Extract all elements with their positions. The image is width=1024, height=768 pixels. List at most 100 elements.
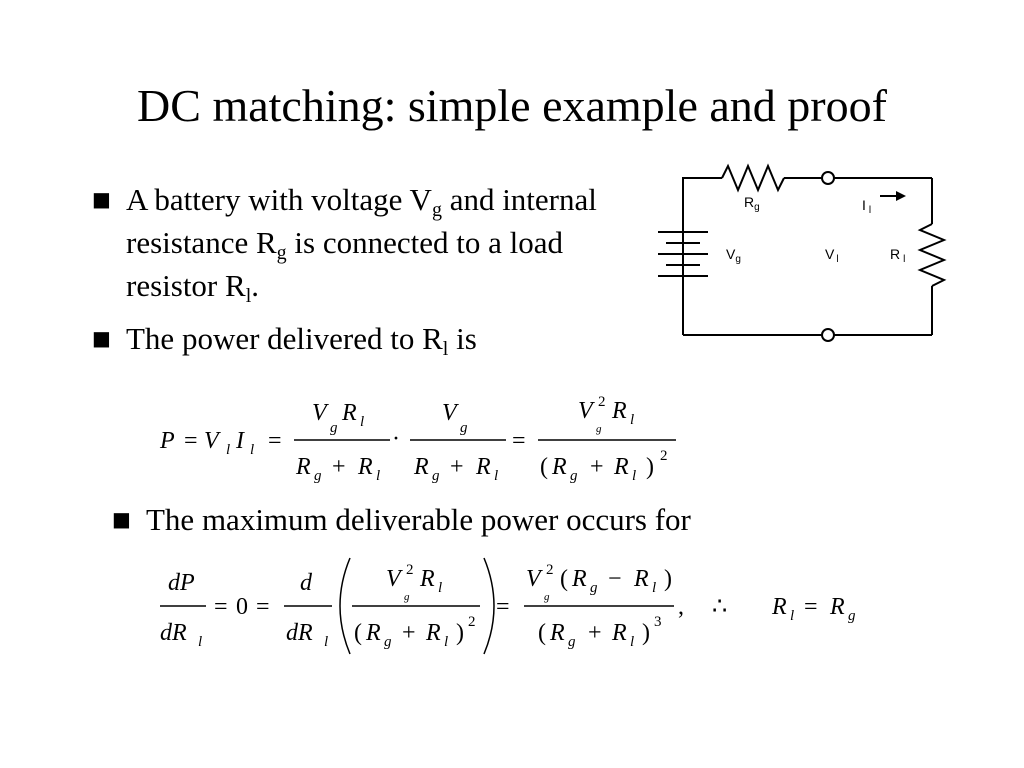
svg-text:Il: Il [862, 197, 871, 216]
eq2-equals: = [804, 594, 818, 620]
eq2-minus: − [608, 566, 622, 592]
eq1-dot: · [392, 426, 400, 452]
eq1-R: R [475, 454, 491, 480]
eq2-dR: dR [286, 620, 313, 646]
eq1-R: R [341, 400, 357, 426]
eq2-R: R [771, 594, 787, 620]
eq2-paren: ) [642, 620, 650, 646]
eq1-equals: = [268, 428, 282, 454]
eq1-equals: = [184, 428, 198, 454]
eq1-I: I [235, 428, 245, 454]
svg-text:Rg: Rg [744, 194, 760, 213]
eq2-sub: l [324, 634, 328, 650]
eq1-R: R [551, 454, 567, 480]
eq2-R: R [425, 620, 441, 646]
bullet-square-icon: ■ [112, 507, 131, 531]
eq2-sup: 2 [546, 562, 554, 578]
eq2-equals: = [496, 594, 510, 620]
label-vl: V [825, 246, 835, 262]
eq1-sub: g [314, 468, 322, 484]
eq2-sub: l [790, 608, 794, 624]
bullet-square-icon: ■ [92, 326, 111, 350]
eq2-sup: 3 [654, 614, 662, 630]
resistor-rg-icon [721, 163, 785, 193]
eq2-dP: dP [168, 570, 195, 596]
bullet-text: A battery with voltage V [126, 182, 432, 217]
eq2-R: R [611, 620, 627, 646]
subscript: l [442, 338, 449, 360]
eq2-sup: 2 [468, 614, 476, 630]
eq2-paren: ( [538, 620, 546, 646]
eq1-sub: l [250, 442, 254, 458]
eq2-paren: ) [664, 566, 672, 592]
subscript: g [431, 199, 442, 221]
eq1-R: R [611, 398, 627, 424]
eq2-plus: + [588, 620, 602, 646]
bullet-power-delivered: ■ The power delivered to Rl is [92, 317, 646, 360]
label-il-sub: l [869, 205, 871, 216]
eq1-R: R [295, 454, 311, 480]
bullet-text: The power delivered to R [126, 321, 443, 356]
svg-text:Vg: Vg [726, 246, 741, 265]
eq2-paren: ( [354, 620, 362, 646]
right-big-paren-icon [483, 557, 495, 655]
eq1-plus: + [450, 454, 464, 480]
eq2-comma: , [678, 594, 684, 620]
eq1-plus: + [590, 454, 604, 480]
eq2-sub: g [848, 608, 856, 624]
eq2-zero: 0 [236, 594, 248, 620]
eq2-dR: dR [160, 620, 187, 646]
eq1-sub: g [330, 420, 338, 436]
eq1-sub: g [596, 423, 602, 435]
bullet-battery-description: ■ A battery with voltage Vg and internal… [92, 178, 646, 307]
eq1-paren: ( [540, 454, 548, 480]
eq2-sub: g [384, 634, 392, 650]
eq1-sub: l [630, 412, 634, 428]
eq1-sup: 2 [598, 394, 606, 410]
eq2-sub: l [438, 580, 442, 596]
eq1-sub: g [460, 420, 468, 436]
eq2-sub: g [568, 634, 576, 650]
eq2-R: R [365, 620, 381, 646]
svg-text:Rl: Rl [890, 246, 905, 265]
eq1-sub: l [226, 442, 230, 458]
left-big-paren-icon [339, 557, 351, 655]
eq2-equals: = [256, 594, 270, 620]
eq2-sub: l [198, 634, 202, 650]
eq1-V: V [312, 400, 329, 426]
eq2-R: R [633, 566, 649, 592]
eq2-plus: + [402, 620, 416, 646]
eq2-V: V [526, 566, 543, 592]
eq1-paren: ) [646, 454, 654, 480]
eq1-equals: = [512, 428, 526, 454]
eq2-sub: l [630, 634, 634, 650]
bullet-square-icon: ■ [92, 187, 111, 211]
resistor-rl-icon [917, 223, 947, 287]
eq2-R: R [571, 566, 587, 592]
label-rg: R [744, 194, 754, 210]
eq2-R: R [549, 620, 565, 646]
eq1-sub: g [432, 468, 440, 484]
eq2-R: R [829, 594, 845, 620]
label-il: I [862, 197, 866, 213]
battery-icon [658, 231, 708, 286]
eq1-V: V [204, 428, 221, 454]
eq2-V: V [386, 566, 403, 592]
label-vg: V [726, 246, 736, 262]
eq2-equals: = [214, 594, 228, 620]
eq2-sub: l [444, 634, 448, 650]
eq1-sub: l [494, 468, 498, 484]
eq1-V: V [442, 400, 459, 426]
eq1-sup: 2 [660, 448, 668, 464]
bullet-text: is [448, 321, 477, 356]
eq1-V: V [578, 398, 595, 424]
svg-text:Vl: Vl [825, 246, 839, 265]
bullet-text: . [251, 268, 259, 303]
bullet-max-power: ■ The maximum deliverable power occurs f… [112, 498, 946, 541]
eq2-sub: g [590, 580, 598, 596]
eq1-sub: l [360, 414, 364, 430]
eq2-sub: l [652, 580, 656, 596]
label-rl-sub: l [903, 254, 905, 265]
eq1-plus: + [332, 454, 346, 480]
